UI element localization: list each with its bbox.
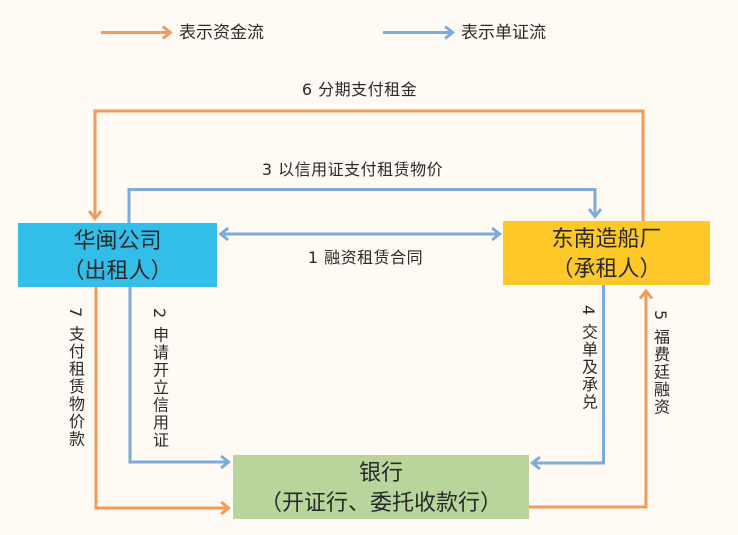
bank-box: 银行 （开证行、委托收款行） xyxy=(233,455,529,519)
flow-2-label: 2 申请开立信用证 xyxy=(150,308,169,449)
flow-7-arrow xyxy=(94,286,232,516)
flow-6-label: 6 分期支付租金 xyxy=(301,80,418,99)
flow-5-arrow xyxy=(528,288,654,509)
flow-4-label: 4 交单及承兑 xyxy=(579,305,598,411)
legend-document-flow-arrow-head xyxy=(444,25,456,40)
bank-role: （开证行、委托收款行） xyxy=(259,490,502,516)
flow-1-arrow xyxy=(218,226,503,242)
flow-4-arrow-shaft xyxy=(532,284,605,465)
flow-7-label: 7 支付租赁物价款 xyxy=(66,307,85,448)
lessee-box: 东南造船厂 （承租人） xyxy=(503,221,710,285)
flow-3-arrow xyxy=(127,188,603,224)
legend-document-flow-arrow xyxy=(383,25,456,40)
flow-6-arrow-head xyxy=(87,210,103,221)
legend-money-flow-arrow xyxy=(101,25,173,40)
legend-money-flow-label: 表示资金流 xyxy=(179,23,264,43)
lessor-box: 华闽公司 （出租人） xyxy=(18,223,217,287)
legend-money-flow-arrow-head xyxy=(161,25,173,40)
lessee-role: （承租人） xyxy=(551,256,662,282)
flow-7-arrow-head xyxy=(220,500,232,516)
legend-document-flow-label: 表示单证流 xyxy=(461,23,546,43)
flow-3-arrow-head xyxy=(587,208,603,219)
flow-5-label: 5 福费廷融资 xyxy=(651,310,670,416)
flow-4-arrow-head xyxy=(529,455,541,471)
flow-2-arrow-shaft xyxy=(128,286,229,464)
lessee-name: 东南造船厂 xyxy=(551,226,662,252)
flow-2-arrow xyxy=(128,286,232,470)
flow-7-arrow-shaft xyxy=(94,286,229,510)
lessor-name: 华闽公司 xyxy=(73,228,162,254)
flow-1-arrow-head-right xyxy=(491,226,503,242)
flow-4-arrow xyxy=(529,284,605,471)
flow-6-arrow xyxy=(87,109,645,222)
lessor-role: （出租人） xyxy=(62,258,173,284)
bank-name: 银行 xyxy=(358,460,403,486)
flow-6-arrow-shaft xyxy=(93,109,645,222)
flow-5-arrow-head xyxy=(638,288,654,300)
flow-5-arrow-shaft xyxy=(528,291,648,509)
flow-2-arrow-head xyxy=(220,454,232,470)
flow-1-arrow-head-left xyxy=(218,226,230,242)
flow-3-arrow-shaft xyxy=(127,188,597,224)
flow-3-label: 3 以信用证支付租赁物价 xyxy=(261,160,444,179)
flow-1-label: 1 融资租赁合同 xyxy=(307,248,424,267)
